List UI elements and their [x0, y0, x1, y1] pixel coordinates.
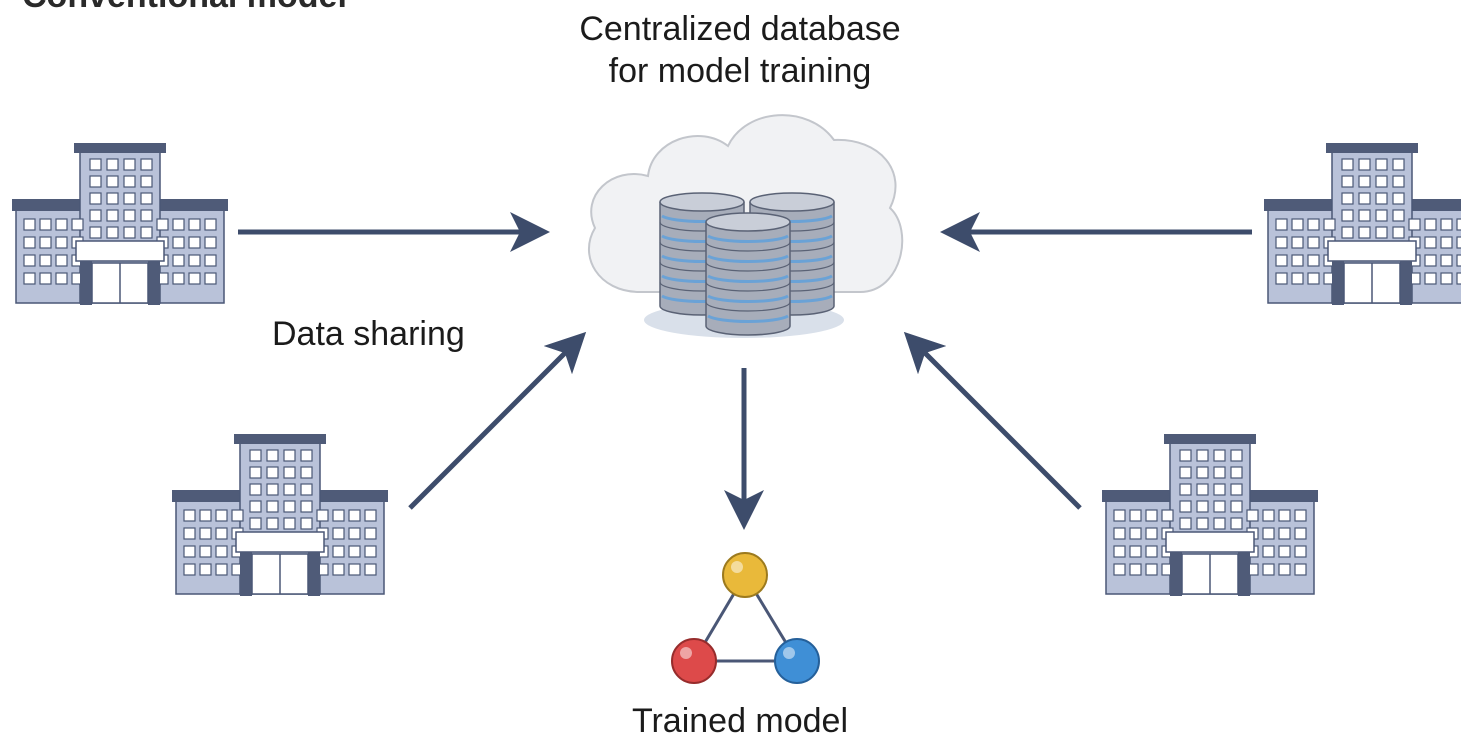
- institution-building-bottom-left: [171, 433, 389, 597]
- database-label-line2: for model training: [608, 52, 872, 90]
- trained-model-icon: [671, 552, 820, 684]
- model-node-red: [671, 638, 717, 684]
- database-icon: [644, 191, 844, 338]
- data-sharing-label: Data sharing: [272, 315, 465, 353]
- trained-model-label: Trained model: [631, 702, 849, 740]
- institution-building-top-right: [1263, 142, 1461, 306]
- diagram-title: Conventional model: [22, 0, 347, 16]
- arrow-bottom-right-to-database: [903, 331, 1082, 510]
- arrow-bottom-left-to-database: [408, 331, 587, 510]
- institution-building-top-left: [11, 142, 229, 306]
- institution-building-bottom-right: [1101, 433, 1319, 597]
- database-label: Centralized database for model training: [500, 8, 980, 92]
- model-node-yellow: [722, 552, 768, 598]
- database-label-line1: Centralized database: [579, 10, 901, 48]
- model-node-blue: [774, 638, 820, 684]
